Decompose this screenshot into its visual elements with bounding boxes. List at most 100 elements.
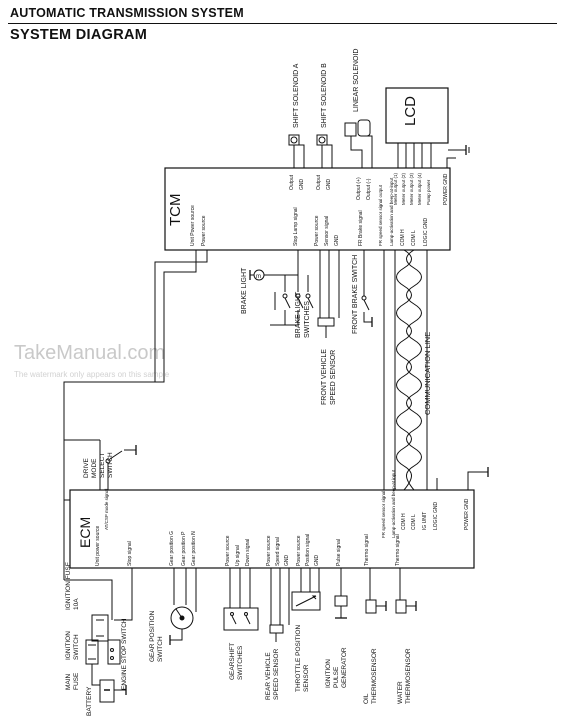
component-label: THERMOSENSOR <box>405 648 412 704</box>
throttle-position-sensor: THROTTLE POSITION SENSOR <box>291 568 321 692</box>
component-label: SWITCH <box>107 452 114 478</box>
linear-solenoid: LINEAR SOLENOID <box>344 49 373 168</box>
component-label: DRIVE <box>83 457 90 478</box>
watermark-note: The watermark only appears on this sampl… <box>14 370 170 379</box>
section-title: AUTOMATIC TRANSMISSION SYSTEM <box>10 6 244 20</box>
gearshift-switches: GEARSHIFT SWITCHES <box>223 568 259 680</box>
brake-switches-label-1: BRAKE LIGHT <box>295 291 302 338</box>
ecm-label: ECM <box>77 517 93 548</box>
oil-thermosensor: OIL THERMOSENSOR <box>363 568 387 704</box>
shift-solenoid-b: SHIFT SOLENOID B <box>316 63 333 168</box>
component-label: REAR VEHICLE <box>265 652 272 700</box>
tcm-pin: FR Brake signal <box>358 210 364 246</box>
tcm-pin: GND <box>326 179 332 191</box>
ecm-pin: Pulse signal <box>336 539 342 566</box>
gear-position-switch: GEAR POSITION SWITCH <box>149 568 197 662</box>
ecm-pin: COM L <box>411 514 417 530</box>
ecm-pin: Gear position G <box>169 531 175 566</box>
component-label: MODE <box>91 458 98 478</box>
ecm-pin: AT/CSP mode signal <box>104 489 109 530</box>
ecm-pin: Gear position P <box>181 531 187 566</box>
ecm-pin: Power source <box>266 535 272 566</box>
tcm-pin: COM L <box>411 230 417 246</box>
tcm-pin: Output (-) <box>366 178 372 200</box>
tcm-unit: TCM Unit Power source Power source Stop … <box>164 167 451 251</box>
ecm-pin: GND <box>284 555 290 567</box>
front-brake-switch: FRONT BRAKE SWITCH <box>352 250 373 334</box>
component-label: WATER <box>397 681 404 704</box>
component-label: IGNITION <box>325 659 332 688</box>
lcd-label: LCD <box>402 96 419 126</box>
header-rule <box>8 23 557 24</box>
ecm-pin: Gear position N <box>191 531 197 566</box>
tcm-pin: Power source <box>201 215 207 246</box>
shift-solenoid-a: SHIFT SOLENOID A <box>288 63 305 168</box>
brake-light-circuit: m BRAKE LIGHT BRAKE LIGHT SWITCHES <box>241 250 314 338</box>
component-label: FUSE <box>73 672 80 690</box>
rear-speed-sensor: REAR VEHICLE SPEED SENSOR <box>265 568 290 700</box>
ecm-pin: Power source <box>225 535 231 566</box>
component-label: m <box>256 274 261 280</box>
ecm-pin: Up signal <box>235 545 241 566</box>
ecm-pin: Speed signal <box>275 537 281 566</box>
component-label: IGNITION <box>65 631 72 660</box>
tcm-pin: Meter output (4) <box>417 172 422 205</box>
ecm-pin: Position signal <box>305 534 311 566</box>
water-thermosensor: WATER THERMOSENSOR <box>395 568 417 704</box>
tcm-pin: Unit Power source <box>190 205 196 246</box>
tcm-pin: FR speed sensor signal output <box>378 184 383 246</box>
communication-line: COMMUNICATION LINE <box>383 249 489 491</box>
component-label: SWITCHES <box>237 645 244 680</box>
component-label: SELECT <box>99 453 106 478</box>
tcm-pin: Meter output (1) <box>393 172 398 205</box>
component-label: IGNITION FUSE <box>65 561 72 610</box>
power-supply: IGNITION FUSE 10A IGNITION SWITCH MAIN F… <box>64 561 133 716</box>
shift-solenoid-b-label: SHIFT SOLENOID B <box>321 63 328 128</box>
tcm-pin: Output <box>316 174 322 190</box>
ignition-pulse-generator: IGNITION PULSE GENERATOR <box>325 568 348 688</box>
component-label: GENERATOR <box>341 647 348 688</box>
ecm-pin: Power source <box>296 535 302 566</box>
ecm-pin: GND <box>314 555 320 567</box>
lcd-display: LCD <box>385 87 470 168</box>
tcm-pin: Output (+) <box>356 177 362 200</box>
tcm-pin: GND <box>299 179 305 191</box>
ecm-pin: Thermo signal <box>364 534 370 566</box>
tcm-pin: Lamp-activation and beep-at-input <box>389 177 394 246</box>
component-label: THERMOSENSOR <box>371 648 378 704</box>
tcm-pin: Output <box>289 174 295 190</box>
tcm-pin: Power source <box>314 215 320 246</box>
tcm-pin: Meter output (2) <box>401 172 406 205</box>
shift-solenoid-a-label: SHIFT SOLENOID A <box>293 63 300 128</box>
tcm-pin: POWER GND <box>443 173 449 205</box>
ecm-pin: COM H <box>401 513 407 530</box>
component-label: THROTTLE POSITION <box>295 625 302 692</box>
ecm-pin: POWER GND <box>464 498 470 530</box>
watermark-brand: TakeManual.com <box>14 342 166 364</box>
communication-line-label: COMMUNICATION LINE <box>423 332 432 415</box>
front-speed-label-2: SPEED SENSOR <box>330 350 337 405</box>
tcm-pin: GND <box>334 235 340 247</box>
ecm-pin: Lamp-activation and beep-at input <box>391 469 396 538</box>
engine-stop-label: ENGINE STOP SWITCH <box>121 618 128 690</box>
page-title: SYSTEM DIAGRAM <box>10 27 148 43</box>
ecm-unit: ECM Unit power source AT/CSP mode signal… <box>69 469 475 569</box>
component-label: SENSOR <box>303 664 310 692</box>
component-label: 10A <box>73 598 80 610</box>
component-label: MAIN <box>65 673 72 690</box>
component-label: GEAR POSITION <box>149 610 156 662</box>
component-label: SWITCH <box>73 634 80 660</box>
ecm-pin: Thermo signal <box>395 534 401 566</box>
ecm-pin: Stop signal <box>127 541 133 566</box>
ecm-pin: LOGIC GND <box>433 502 439 530</box>
brake-light-label: BRAKE LIGHT <box>241 267 248 314</box>
drive-mode-switch: DRIVE MODE SELECT SWITCH <box>83 445 137 490</box>
ecm-pin: IG UNIT <box>422 512 428 530</box>
ecm-pin: Down signal <box>245 539 251 566</box>
component-label: OIL <box>363 693 370 704</box>
battery-label: BATTERY <box>86 686 93 716</box>
tcm-pin: Sensor signal <box>324 216 330 246</box>
component-label: PULSE <box>333 666 340 688</box>
tcm-pin: COM H <box>400 229 406 246</box>
